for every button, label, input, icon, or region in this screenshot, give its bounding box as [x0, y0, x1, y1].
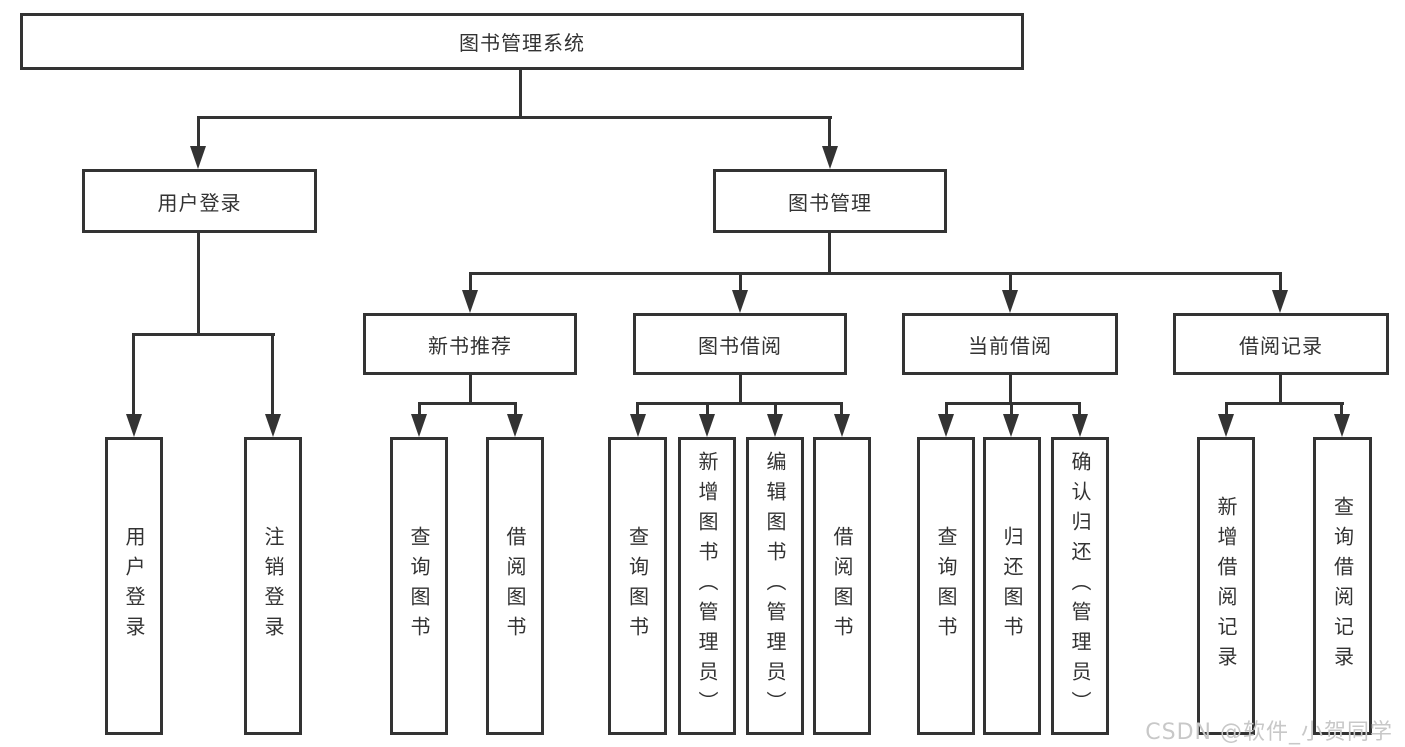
leaf-label: 查询借阅记录 [1330, 496, 1355, 676]
node-label: 借阅记录 [1239, 333, 1323, 358]
connector-line [418, 402, 421, 416]
leaf-br-query-record: 查询借阅记录 [1313, 437, 1372, 735]
node-book-management: 图书管理 [713, 169, 947, 233]
connector-line [197, 116, 832, 119]
leaf-label: 查询图书 [934, 526, 958, 646]
leaf-label: 查询图书 [407, 526, 431, 646]
node-label: 当前借阅 [968, 333, 1052, 358]
arrow-down-icon [699, 414, 715, 437]
arrow-down-icon [1003, 414, 1019, 437]
leaf-cb-query-books: 查询图书 [917, 437, 975, 735]
leaf-label: 新增图书（管理员） [695, 451, 719, 721]
connector-line [706, 402, 709, 416]
node-user-login: 用户登录 [82, 169, 317, 233]
leaf-nb-query-books: 查询图书 [390, 437, 448, 735]
leaf-label: 确认归还（管理员） [1068, 451, 1092, 721]
arrow-down-icon [126, 414, 142, 437]
node-label: 图书管理 [788, 190, 872, 215]
connector-line [945, 402, 1081, 405]
leaf-user-login: 用户登录 [105, 437, 163, 735]
leaf-cb-return-books: 归还图书 [983, 437, 1041, 735]
arrow-down-icon [507, 414, 523, 437]
leaf-nb-borrow-books: 借阅图书 [486, 437, 544, 735]
node-current-borrowing: 当前借阅 [902, 313, 1118, 375]
leaf-label: 借阅图书 [830, 526, 854, 646]
connector-line [774, 402, 777, 416]
leaf-label: 新增借阅记录 [1214, 496, 1238, 676]
node-root-label: 图书管理系统 [459, 31, 585, 55]
connector-line [132, 333, 135, 416]
connector-line [945, 402, 948, 416]
arrow-down-icon [411, 414, 427, 437]
leaf-bb-borrow-books: 借阅图书 [813, 437, 871, 735]
leaf-logout: 注销登录 [244, 437, 302, 735]
connector-line [1340, 402, 1343, 416]
arrow-down-icon [1002, 290, 1018, 313]
connector-line [469, 375, 472, 405]
connector-line [418, 402, 517, 405]
node-label: 新书推荐 [428, 333, 512, 358]
connector-line [636, 402, 843, 405]
connector-line [828, 116, 831, 149]
leaf-label: 用户登录 [122, 526, 146, 646]
leaf-br-add-record: 新增借阅记录 [1197, 437, 1255, 735]
connector-line [519, 70, 522, 118]
leaf-cb-confirm-return-admin: 确认归还（管理员） [1051, 437, 1109, 735]
connector-line [197, 233, 200, 336]
leaf-label: 查询图书 [625, 526, 650, 646]
arrow-down-icon [265, 414, 281, 437]
node-borrowing-records: 借阅记录 [1173, 313, 1389, 375]
arrow-down-icon [767, 414, 783, 437]
connector-line [514, 402, 517, 416]
leaf-bb-add-books-admin: 新增图书（管理员） [678, 437, 736, 735]
arrow-down-icon [190, 146, 206, 169]
arrow-down-icon [630, 414, 646, 437]
connector-line [132, 333, 275, 336]
connector-line [469, 272, 1282, 275]
arrow-down-icon [938, 414, 954, 437]
connector-line [1279, 375, 1282, 405]
leaf-label: 注销登录 [261, 526, 285, 646]
arrow-down-icon [462, 290, 478, 313]
leaf-bb-query-books: 查询图书 [608, 437, 667, 735]
arrow-down-icon [834, 414, 850, 437]
connector-line [840, 402, 843, 416]
arrow-down-icon [822, 146, 838, 169]
node-label: 图书借阅 [698, 333, 782, 358]
connector-line [469, 272, 472, 292]
arrow-down-icon [1072, 414, 1088, 437]
connector-line [1009, 375, 1012, 405]
connector-line [739, 375, 742, 405]
connector-line [636, 402, 639, 416]
arrow-down-icon [1272, 290, 1288, 313]
arrow-down-icon [732, 290, 748, 313]
connector-line [1225, 402, 1344, 405]
leaf-label: 借阅图书 [503, 526, 527, 646]
connector-line [271, 333, 274, 416]
leaf-bb-edit-books-admin: 编辑图书（管理员） [746, 437, 804, 735]
connector-line [1010, 402, 1013, 416]
leaf-label: 编辑图书（管理员） [763, 451, 787, 721]
arrow-down-icon [1334, 414, 1350, 437]
node-label: 用户登录 [157, 190, 242, 215]
node-root: 图书管理系统 [20, 13, 1024, 70]
arrow-down-icon [1218, 414, 1234, 437]
connector-line [1279, 272, 1282, 292]
connector-line [1225, 402, 1228, 416]
connector-line [739, 272, 742, 292]
connector-line [1078, 402, 1081, 416]
csdn-watermark: CSDN @软件_小贺同学 [1145, 720, 1393, 745]
connector-line [197, 116, 200, 149]
connector-line [1009, 272, 1012, 292]
leaf-label: 归还图书 [1000, 526, 1024, 646]
node-new-book-recommend: 新书推荐 [363, 313, 577, 375]
node-book-borrowing: 图书借阅 [633, 313, 847, 375]
connector-line [828, 233, 831, 275]
